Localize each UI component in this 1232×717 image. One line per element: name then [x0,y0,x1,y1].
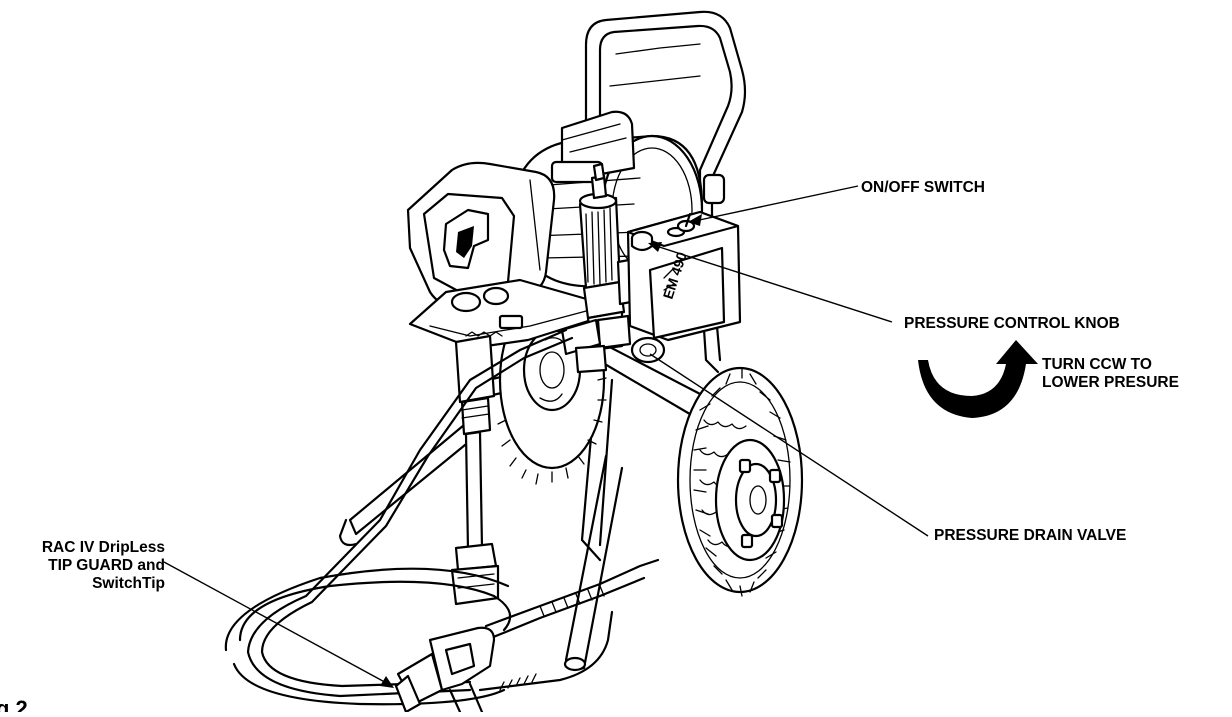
pressure-control-knob [630,230,654,252]
cart-handle [584,10,747,272]
leader-lines [163,185,929,688]
rac-tip-guard-label-line1: RAC IV DripLess [42,539,165,556]
pressure-control-knob-label: PRESSURE CONTROL KNOB [904,315,1120,332]
rac-tip-guard-label-line3: SwitchTip [92,575,165,592]
rac-tip-guard-label-line2: TIP GUARD and [48,557,165,574]
pump-suction-tube [450,334,500,606]
turn-ccw-label-line1: TURN CCW TO [1042,356,1152,373]
pressure-drain-valve-label: PRESSURE DRAIN VALVE [934,527,1126,544]
wheel [676,366,804,597]
on-off-switch-label: ON/OFF SWITCH [861,179,985,196]
front-legs [338,454,624,672]
gearbox [406,161,556,308]
turn-ccw-label-line2: LOWER PRESURE [1042,374,1179,391]
figure-caption-fragment: g 2 [0,696,28,712]
on-off-switch [676,212,696,233]
ccw-arrow [918,340,1038,418]
fittings [560,256,666,374]
spray-gun [394,626,496,714]
